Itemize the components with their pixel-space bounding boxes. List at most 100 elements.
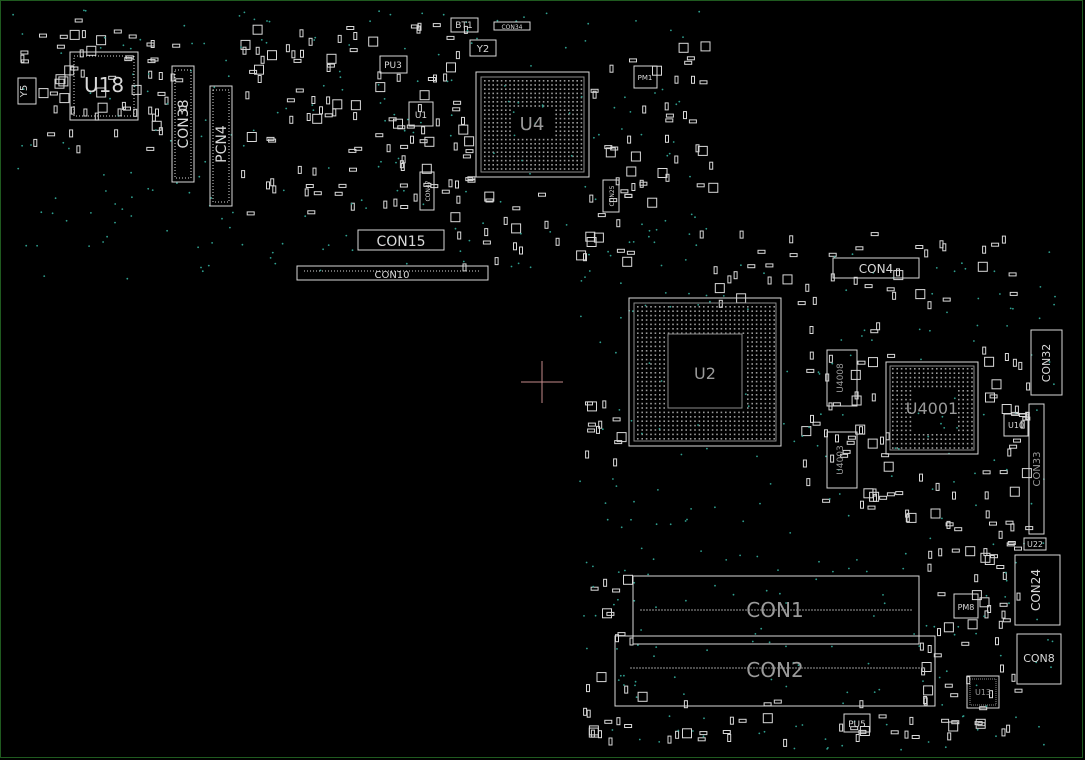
component-con4[interactable]: CON4 (832, 257, 920, 279)
component-bt1[interactable]: BT1 (450, 17, 479, 33)
smd-pad (53, 105, 58, 114)
smd-pad (245, 91, 250, 100)
smd-pad (319, 106, 323, 115)
via (685, 599, 687, 602)
smd-pad (128, 34, 137, 39)
component-pcn4[interactable]: PCN4 (209, 85, 233, 207)
via (598, 133, 600, 136)
bga-ball (526, 143, 528, 145)
component-con25[interactable]: CON25 (602, 179, 620, 213)
via (607, 250, 609, 253)
bga-ball (729, 314, 731, 317)
bga-ball (650, 363, 652, 365)
component-con32[interactable]: CON32 (1030, 329, 1063, 396)
smd-pad (175, 78, 184, 83)
bga-ball (500, 101, 503, 103)
component-con8[interactable]: CON8 (1016, 633, 1062, 685)
component-con38[interactable]: CON38 (171, 65, 195, 183)
component-u4[interactable]: U4 (475, 71, 590, 178)
smd-pad (606, 611, 615, 616)
bga-ball (563, 92, 566, 95)
via (496, 19, 499, 22)
component-pu5[interactable]: PU5 (843, 713, 871, 733)
bga-ball (488, 151, 490, 153)
bga-ball (555, 122, 557, 124)
bga-ball (738, 429, 740, 431)
bga-ball (568, 105, 570, 107)
bga-ball (650, 433, 652, 436)
via (265, 41, 268, 44)
component-y2[interactable]: Y2 (469, 39, 497, 57)
component-y5[interactable]: Y5 (17, 77, 37, 105)
label-y5: Y5 (19, 85, 30, 98)
component-con24[interactable]: CON24 (1014, 554, 1061, 626)
bga-ball (654, 310, 657, 312)
component-pm8[interactable]: PM8 (953, 593, 979, 619)
bga-ball (711, 411, 714, 414)
component-con1[interactable]: CON1 (632, 575, 920, 645)
smd-pad (773, 699, 782, 704)
bga-ball (909, 407, 912, 410)
bga-ball (496, 168, 499, 170)
bga-ball (703, 429, 705, 431)
smd-pad (349, 48, 358, 53)
bga-ball (563, 134, 566, 137)
via (832, 570, 834, 573)
bga-ball (672, 420, 674, 422)
component-u22[interactable]: U22 (1023, 537, 1047, 551)
component-con33[interactable]: CON33 (1028, 403, 1045, 535)
component-con34[interactable]: CON34 (493, 21, 531, 31)
smd-pad (69, 129, 74, 138)
component-u2[interactable]: U2 (628, 297, 782, 447)
bga-ball (492, 134, 494, 137)
bga-ball (909, 434, 912, 436)
component-pm1[interactable]: PM1 (633, 65, 658, 89)
bga-ball (559, 88, 562, 90)
component-con2[interactable]: CON2 (614, 635, 936, 707)
via (688, 233, 691, 236)
bga-ball (667, 328, 670, 330)
component-con10[interactable]: CON10 (296, 265, 489, 281)
bga-ball (568, 117, 570, 120)
label-u4001: U4001 (906, 399, 958, 418)
component-u1[interactable]: U1 (408, 101, 434, 127)
bga-ball (576, 138, 578, 141)
component-u4001[interactable]: U4001 (885, 361, 979, 455)
component-u4008[interactable]: U4008 (826, 349, 858, 407)
via (1048, 251, 1051, 254)
bga-ball (509, 88, 511, 90)
bga-ball (681, 332, 683, 334)
bga-ball (760, 420, 762, 422)
component-con47[interactable]: CON47 (419, 171, 435, 211)
bga-ball (931, 434, 934, 436)
component-u18[interactable]: U18 (69, 51, 139, 121)
bga-ball (909, 403, 912, 405)
via (520, 232, 522, 235)
via (147, 187, 150, 190)
component-pu3[interactable]: PU3 (379, 55, 408, 74)
smd-pad (867, 505, 876, 510)
bga-ball (572, 122, 574, 124)
bga-ball (641, 389, 643, 392)
bga-ball (667, 332, 670, 334)
bga-ball (530, 138, 532, 141)
component-u4003[interactable]: U4003 (826, 431, 858, 489)
component-con15[interactable]: CON15 (357, 229, 445, 251)
bga-ball (751, 398, 753, 400)
bga-ball (663, 350, 665, 352)
smd-pad (738, 718, 747, 723)
component-u13[interactable]: U13 (966, 675, 1000, 709)
bga-ball (650, 332, 652, 334)
smd-pad (762, 713, 773, 724)
bga-ball (492, 101, 494, 103)
smd-pad (697, 737, 706, 742)
bga-ball (733, 438, 736, 440)
via (620, 316, 622, 319)
bga-ball (641, 433, 643, 436)
bga-ball (488, 147, 490, 149)
via (442, 13, 445, 16)
bga-ball (488, 164, 490, 166)
component-u10[interactable]: U10 (1003, 413, 1029, 437)
bga-ball (900, 447, 903, 449)
bga-ball (918, 447, 920, 449)
